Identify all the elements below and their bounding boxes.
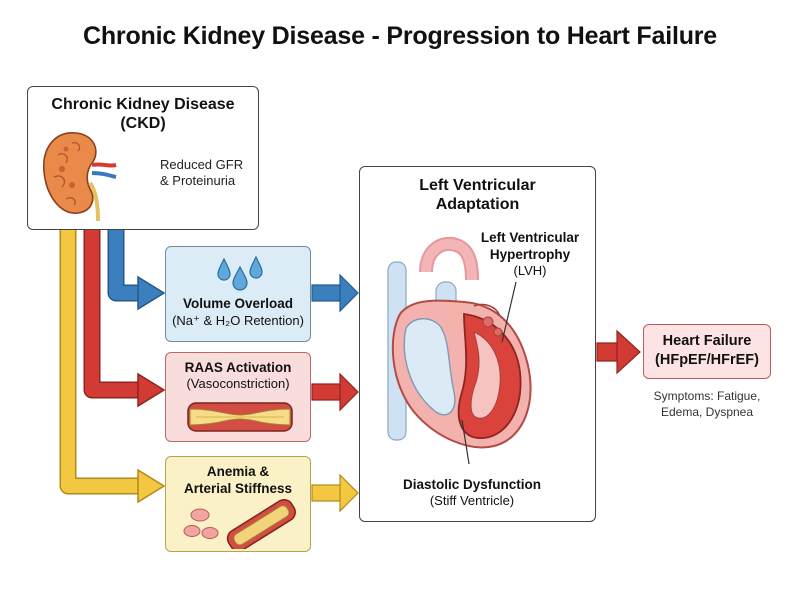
raas-subtitle: (Vasoconstriction) — [186, 376, 290, 391]
anemia-to-lv-arrow — [311, 473, 359, 513]
anemia-title-line1: Anemia & — [206, 464, 270, 479]
lvh-line3: (LVH) — [513, 263, 547, 278]
hf-title-line2: (HFpEF/HFrEF) — [655, 352, 759, 368]
heart-failure-title: Heart Failure (HFpEF/HFrEF) — [644, 332, 770, 370]
lv-title-line1: Left Ventricular — [419, 177, 536, 194]
lvh-label: Left Ventricular Hypertrophy (LVH) — [466, 229, 594, 279]
page-title: Chronic Kidney Disease - Progression to … — [82, 22, 718, 50]
raas-arrow — [83, 230, 166, 408]
dd-line1: Diastolic Dysfunction — [402, 477, 542, 492]
volume-to-lv-arrow — [311, 273, 359, 313]
ckd-title-line1: Chronic Kidney Disease — [51, 96, 235, 113]
diastolic-dysfunction-label: Diastolic Dysfunction (Stiff Ventricle) — [382, 476, 562, 509]
anemia-arrow — [59, 230, 166, 504]
symptoms-line1: Symptoms: Fatigue, — [653, 389, 761, 403]
ckd-box: Chronic Kidney Disease (CKD) — [27, 86, 259, 230]
hf-title-line1: Heart Failure — [662, 333, 752, 349]
volume-overload-subtitle: (Na⁺ & H₂O Retention) — [172, 313, 304, 328]
lvh-line2: Hypertrophy — [489, 247, 571, 262]
ckd-title-line2: (CKD) — [120, 115, 166, 132]
kidney-icon — [43, 132, 117, 222]
raas-title: RAAS Activation — [184, 360, 292, 375]
volume-overload-box: Volume Overload (Na⁺ & H₂O Retention) — [165, 246, 311, 342]
ckd-note: Reduced GFR & Proteinuria — [160, 157, 243, 189]
ckd-note-line2: & Proteinuria — [160, 173, 236, 188]
anemia-title-line2: Arterial Stiffness — [183, 481, 293, 496]
lv-to-hf-arrow — [596, 329, 641, 375]
heart-failure-box: Heart Failure (HFpEF/HFrEF) — [643, 324, 771, 379]
lv-title: Left Ventricular Adaptation — [360, 176, 595, 214]
lvh-line1: Left Ventricular — [480, 230, 580, 245]
lv-title-line2: Adaptation — [435, 196, 520, 213]
volume-overload-title: Volume Overload — [182, 296, 294, 311]
volume-arrow — [107, 230, 166, 311]
anemia-box: Anemia & Arterial Stiffness — [165, 456, 311, 552]
constricted-vessel-icon — [187, 402, 293, 432]
raas-box: RAAS Activation (Vasoconstriction) — [165, 352, 311, 442]
ckd-title: Chronic Kidney Disease (CKD) — [28, 95, 258, 133]
raas-to-lv-arrow — [311, 372, 359, 412]
blood-cells-vessel-icon — [183, 499, 296, 549]
dd-line2: (Stiff Ventricle) — [429, 493, 515, 508]
symptoms-text: Symptoms: Fatigue, Edema, Dyspnea — [632, 388, 782, 420]
symptoms-line2: Edema, Dyspnea — [660, 405, 754, 419]
ckd-note-line1: Reduced GFR — [160, 157, 244, 172]
water-drops-icon — [217, 255, 263, 291]
heart-icon — [387, 237, 532, 464]
